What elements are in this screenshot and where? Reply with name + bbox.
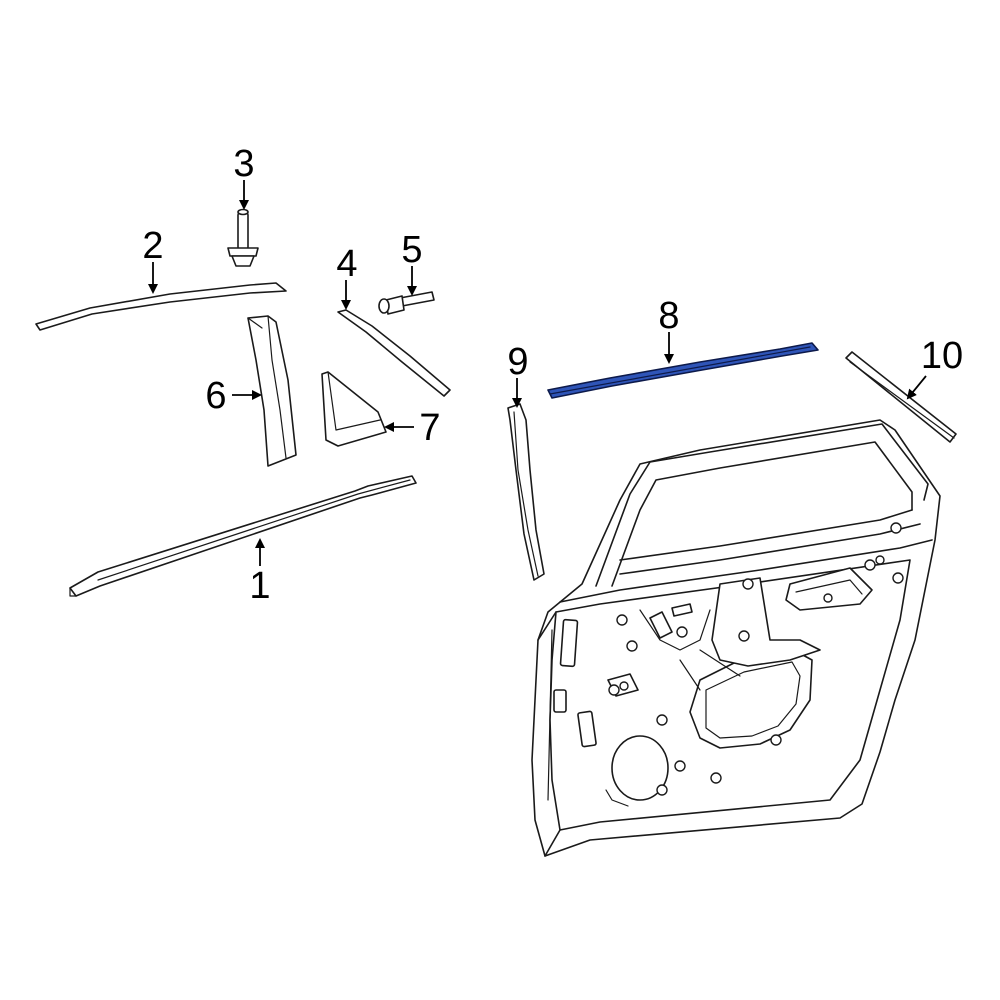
callout-7[interactable]: 7 [419,407,440,449]
callout-labels: 1 2 3 4 5 6 7 8 9 10 [142,143,963,607]
callout-4[interactable]: 4 [336,243,357,285]
part-6-pillar-garnish[interactable] [247,315,297,467]
part-1-belt-molding[interactable] [69,475,417,597]
callout-9[interactable]: 9 [507,341,528,383]
callout-6[interactable]: 6 [205,375,226,417]
callout-3[interactable]: 3 [233,143,254,185]
callout-2[interactable]: 2 [142,225,163,267]
callout-5[interactable]: 5 [401,229,422,271]
part-7-corner-piece[interactable] [321,371,387,447]
callout-1[interactable]: 1 [249,565,270,607]
part-5-bolt[interactable] [378,291,435,315]
part-10-short-strip[interactable] [845,351,957,443]
callout-10[interactable]: 10 [921,335,963,377]
rear-door-assembly [531,419,941,857]
part-8-highlighted-weatherstrip[interactable] [547,342,819,399]
callout-8[interactable]: 8 [658,295,679,337]
part-3-clip[interactable] [227,208,259,267]
callout-leaders [148,180,927,566]
part-4-diagonal-molding[interactable] [337,309,451,397]
part-9-vertical-channel[interactable] [507,403,545,581]
part-2-upper-molding[interactable] [35,282,287,331]
leader-10 [906,375,927,400]
